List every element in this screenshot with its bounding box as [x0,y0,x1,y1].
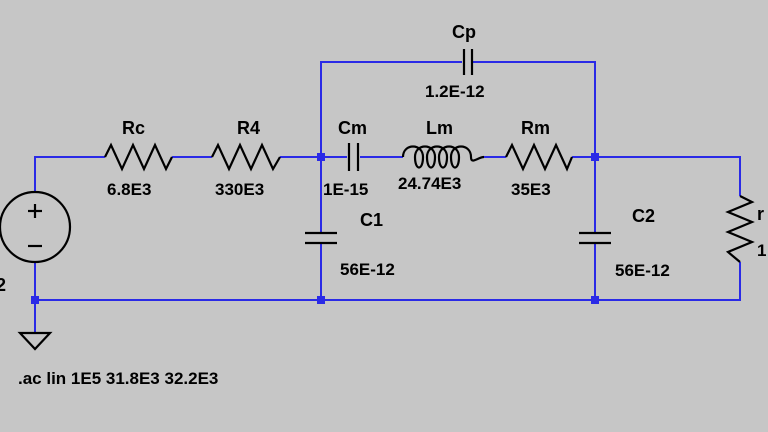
capacitor-cm[interactable] [347,143,360,171]
junction-node-b[interactable] [591,153,599,161]
capacitor-c2[interactable] [579,231,611,245]
inductor-lm[interactable] [401,145,485,169]
junction-node-a[interactable] [317,153,325,161]
rc-name-label: Rc [122,118,145,138]
capacitor-cp[interactable] [462,49,474,75]
ground-icon [17,331,53,351]
rc-value-label: 6.8E3 [107,180,151,199]
wire-cp-left[interactable] [320,61,462,157]
c1-value-label: 56E-12 [340,260,395,279]
r4-name-label: R4 [237,118,260,138]
lm-value-label: 24.74E3 [398,174,461,193]
resistor-rm[interactable] [505,142,574,172]
wire-ground-rail[interactable] [35,262,741,301]
wires [34,61,741,333]
c1-name-label: C1 [360,210,383,230]
c2-name-label: C2 [632,206,655,226]
resistor-rc[interactable] [104,142,173,172]
junction-ground-c1[interactable] [317,296,325,304]
rload-value-label: 1 [757,241,766,260]
voltage-source[interactable] [0,190,72,264]
r4-value-label: 330E3 [215,180,264,199]
junction-ground-c2[interactable] [591,296,599,304]
cm-value-label: 1E-15 [323,180,368,199]
c2-value-label: 56E-12 [615,261,670,280]
resistor-load[interactable] [725,195,755,263]
cp-name-label: Cp [452,22,476,42]
junctions [31,153,599,304]
source-label: 2 [0,275,6,295]
wire-cp-right[interactable] [473,61,596,157]
spice-directive[interactable]: .ac lin 1E5 31.8E3 32.2E3 [18,369,218,388]
cm-name-label: Cm [338,118,367,138]
rm-value-label: 35E3 [511,180,551,199]
capacitor-c1[interactable] [305,231,337,245]
wire-source-top[interactable] [34,156,105,192]
rm-name-label: Rm [521,118,550,138]
cp-value-label: 1.2E-12 [425,82,485,101]
resistor-r4[interactable] [211,142,281,172]
junction-ground-left[interactable] [31,296,39,304]
wire-node-rload[interactable] [595,156,741,196]
lm-name-label: Lm [426,118,453,138]
rload-name-label: r [757,204,764,224]
